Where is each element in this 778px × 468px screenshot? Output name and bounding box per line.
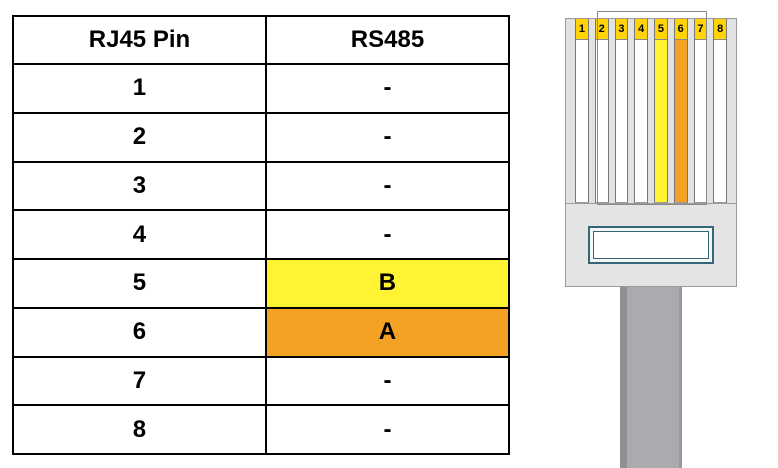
signal-cell: - [264, 63, 511, 114]
col-header-rs485: RS485 [264, 15, 511, 65]
connector-window [588, 226, 714, 264]
pin-number-cell: 1 [12, 63, 267, 114]
pin-number-label: 6 [674, 19, 687, 40]
pin-number-cell: 8 [12, 404, 267, 455]
pin-number-label: 3 [615, 19, 628, 40]
rj45-connector-diagram: 1 2 3 4 5 6 7 [565, 11, 737, 468]
connector-plug: 1 2 3 4 5 6 7 [565, 11, 737, 287]
col-header-rj45-pin: RJ45 Pin [12, 15, 267, 65]
pin-slot: 3 [614, 19, 629, 203]
table-row: 2 - [12, 111, 511, 163]
pin-number-label: 7 [694, 19, 707, 40]
signal-cell: - [264, 355, 511, 407]
pin-number-cell: 3 [12, 160, 267, 212]
table-row: 8 - [12, 404, 511, 455]
connector-pins-area: 1 2 3 4 5 6 7 [566, 19, 736, 203]
pin-slot: 8 [713, 19, 727, 203]
connector-window-inner [593, 231, 709, 259]
pin-number-cell: 6 [12, 306, 267, 358]
pin-number-cell: 4 [12, 209, 267, 260]
pin-number-label: 8 [714, 19, 726, 40]
signal-cell: - [264, 160, 511, 212]
table-row: 3 - [12, 160, 511, 212]
pin-slot: 1 [575, 19, 589, 203]
pin-slot: 5 [654, 19, 668, 203]
table-header-row: RJ45 Pin RS485 [12, 15, 511, 65]
pin-number-cell: 7 [12, 355, 267, 407]
signal-cell: - [264, 111, 511, 163]
pin-number-cell: 5 [12, 258, 267, 309]
signal-cell: - [264, 404, 511, 455]
pin-slot: 7 [693, 19, 708, 203]
connector-body [566, 203, 736, 286]
table-row: 6 A [12, 306, 511, 358]
table-body: 1 - 2 - 3 - 4 - 5 B 6 A [12, 63, 511, 455]
pin-slot: 4 [634, 19, 648, 203]
signal-cell: - [264, 209, 511, 260]
pin-slot: 6 [673, 19, 688, 203]
signal-cell: A [264, 306, 511, 358]
table-row: 1 - [12, 63, 511, 114]
signal-cell: B [264, 258, 511, 309]
pin-mapping-table: RJ45 Pin RS485 1 - 2 - 3 - 4 - 5 [12, 15, 511, 455]
table-row: 7 - [12, 355, 511, 407]
pin-number-label: 5 [655, 19, 667, 40]
pin-slot: 2 [594, 19, 609, 203]
pin-number-label: 2 [595, 19, 608, 40]
table-row: 4 - [12, 209, 511, 260]
table-row: 5 B [12, 258, 511, 309]
pin-number-label: 4 [635, 19, 647, 40]
pin-number-cell: 2 [12, 111, 267, 163]
pin-number-label: 1 [576, 19, 588, 40]
cable [620, 287, 682, 468]
